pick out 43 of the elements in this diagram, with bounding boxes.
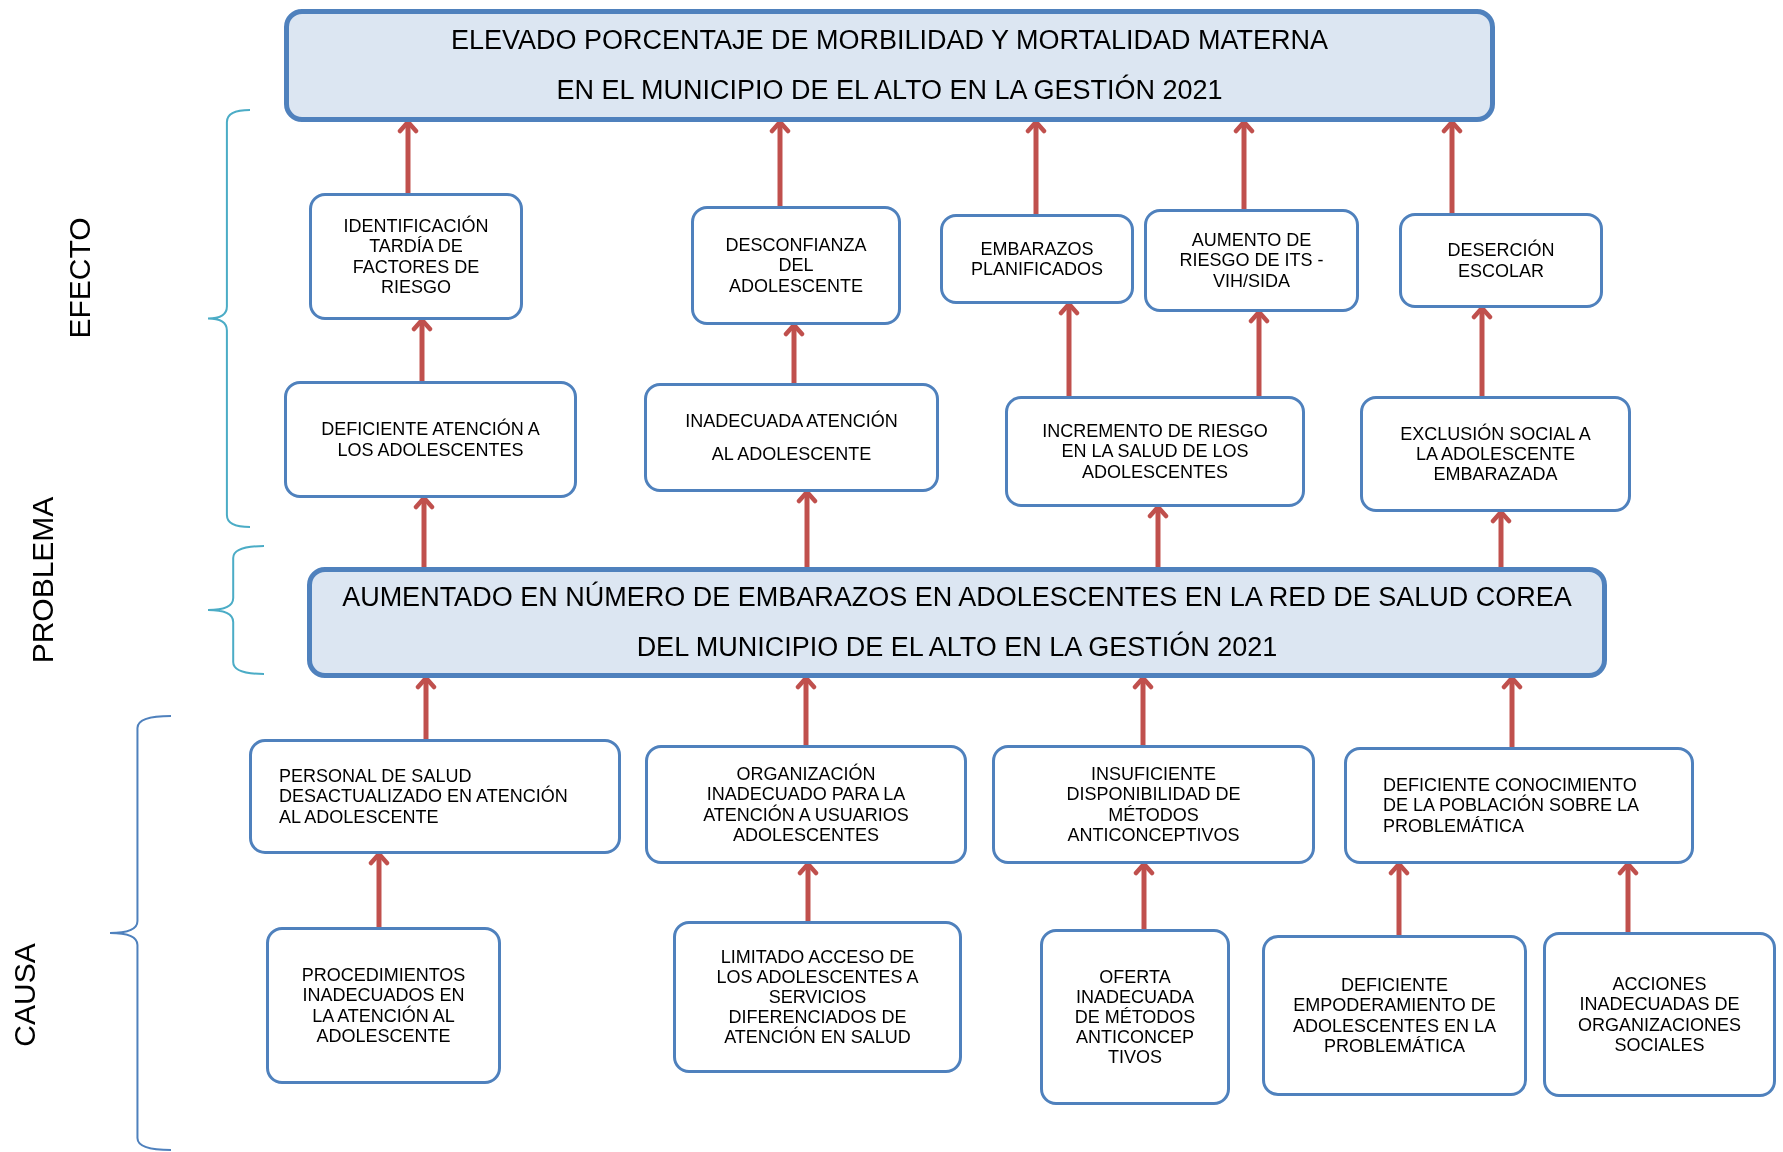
- node-text: IDENTIFICACIÓN TARDÍA DE FACTORES DE RIESGO: [342, 216, 490, 297]
- process-box: [1262, 935, 1527, 1096]
- process-box: [691, 206, 901, 325]
- process-box: [266, 927, 501, 1084]
- node-text: PROCEDIMIENTOS INADECUADOS EN LA ATENCIÓN AL ADOLESCENTE: [300, 965, 467, 1046]
- node-text: DESERCIÓN ESCOLAR: [1446, 240, 1556, 281]
- node-text: INADECUADA ATENCIÓN AL ADOLESCENTE: [684, 409, 899, 466]
- node-text: AUMENTADO EN NÚMERO DE EMBARAZOS EN ADOLESCENTES EN LA RED DE SALUD COREA DEL MUNICIPIO DE EL ALTO EN LA GESTIÓN 2021: [341, 580, 1573, 664]
- process-box: [1399, 213, 1603, 308]
- node-text: EMBARAZOS PLANIFICADOS: [970, 238, 1104, 280]
- process-box: [940, 214, 1134, 304]
- node-text: PERSONAL DE SALUD DESACTUALIZADO EN ATENCIÓN AL ADOLESCENTE: [279, 766, 569, 827]
- node-text: INCREMENTO DE RIESGO EN LA SALUD DE LOS ADOLESCENTES: [1041, 421, 1269, 482]
- process-box: [1144, 209, 1359, 312]
- node-text: LIMITADO ACCESO DE LOS ADOLESCENTES A SERVICIOS DIFERENCIADOS DE ATENCIÓN EN SALUD: [715, 946, 920, 1048]
- node-text: INSUFICIENTE DISPONIBILIDAD DE MÉTODOS ANTICONCEPTIVOS: [1065, 764, 1242, 845]
- process-box: [249, 739, 621, 854]
- node-text: DEFICIENTE EMPODERAMIENTO DE ADOLESCENTES EN LA PROBLEMÁTICA: [1291, 975, 1498, 1056]
- node-text: DESCONFIANZA DEL ADOLESCENTE: [724, 235, 868, 296]
- node-text: ORGANIZACIÓN INADECUADO PARA LA ATENCIÓN A USUARIOS ADOLESCENTES: [702, 764, 910, 845]
- process-box: [673, 921, 962, 1073]
- node-text: ELEVADO PORCENTAJE DE MORBILIDAD Y MORTALIDAD MATERNA EN EL MUNICIPIO DE EL ALTO EN LA GESTIÓN 2021: [449, 23, 1330, 107]
- problem-box: [307, 567, 1607, 678]
- process-box: [284, 381, 577, 498]
- section-label: CAUSA: [8, 943, 42, 1047]
- process-box: [644, 383, 939, 492]
- process-box: [1360, 396, 1631, 512]
- process-box: [1040, 929, 1230, 1105]
- process-box: [1005, 396, 1305, 507]
- problem-box: [284, 9, 1495, 122]
- process-box: [992, 745, 1315, 864]
- section-label: EFECTO: [63, 217, 97, 339]
- node-text: EXCLUSIÓN SOCIAL A LA ADOLESCENTE EMBARAZADA: [1399, 423, 1592, 485]
- process-box: [1344, 747, 1694, 864]
- section-label: PROBLEMA: [26, 496, 60, 664]
- process-box: [1543, 932, 1776, 1097]
- node-text: ACCIONES INADECUADAS DE ORGANIZACIONES SOCIALES: [1577, 974, 1742, 1055]
- process-box: [309, 193, 523, 320]
- process-box: [645, 745, 967, 864]
- node-text: AUMENTO DE RIESGO DE ITS - VIH/SIDA: [1178, 230, 1325, 291]
- node-text: OFERTA INADECUADA DE MÉTODOS ANTICONCEP TIVOS: [1073, 966, 1197, 1068]
- node-text: DEFICIENTE ATENCIÓN A LOS ADOLESCENTES: [320, 419, 541, 460]
- node-text: DEFICIENTE CONOCIMIENTO DE LA POBLACIÓN SOBRE LA PROBLEMÁTICA: [1383, 775, 1640, 836]
